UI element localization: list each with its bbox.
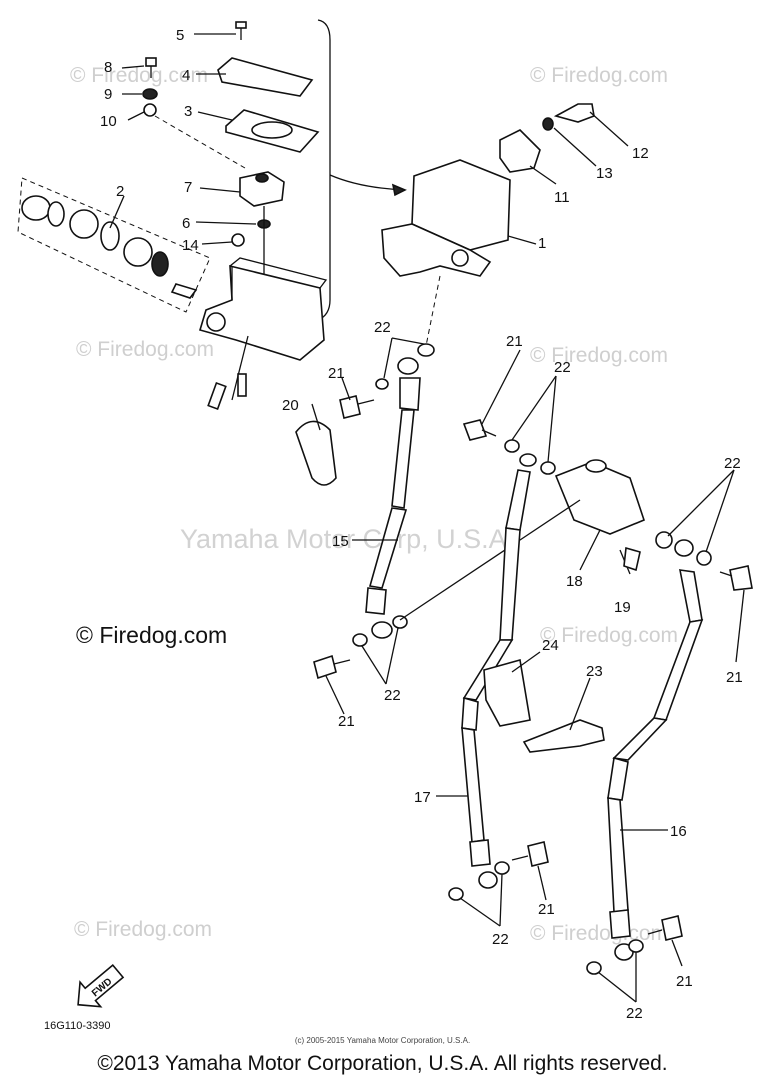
part-2-kit-box <box>17 177 211 313</box>
label-part-7: 7 <box>184 179 192 196</box>
firedog-credit: © Firedog.com <box>76 622 228 648</box>
part-9-washer <box>142 88 158 100</box>
part-5-screw <box>235 21 247 29</box>
hose-17 <box>448 453 549 901</box>
label-part-3: 3 <box>184 103 192 120</box>
label-part-24: 24 <box>542 637 559 654</box>
part-24-bracket <box>483 658 531 727</box>
label-part-9: 9 <box>104 86 112 103</box>
label-part-22: 22 <box>554 359 571 376</box>
part-7-switch <box>239 171 285 207</box>
label-part-22: 22 <box>492 931 509 948</box>
part-14-bolt <box>231 233 245 247</box>
label-part-21: 21 <box>506 333 523 350</box>
label-part-14: 14 <box>182 237 199 254</box>
watermark-firedog: © Firedog.com <box>530 344 668 367</box>
label-part-21: 21 <box>676 973 693 990</box>
label-part-21: 21 <box>328 365 345 382</box>
label-part-22: 22 <box>384 687 401 704</box>
part-21-bolt <box>339 395 361 419</box>
label-part-23: 23 <box>586 663 603 680</box>
part-13-washer <box>542 117 554 131</box>
label-part-12: 12 <box>632 145 649 162</box>
watermark-firedog: © Firedog.com <box>74 918 212 941</box>
label-part-21: 21 <box>338 713 355 730</box>
label-part-18: 18 <box>566 573 583 590</box>
label-part-22: 22 <box>626 1005 643 1022</box>
watermark-firedog: © Firedog.com <box>70 64 208 87</box>
junction-18 <box>399 419 753 621</box>
part-10-nut <box>143 103 157 117</box>
part-20-boot <box>295 420 337 486</box>
hose-16 <box>586 569 704 975</box>
part-22-washer <box>417 343 435 357</box>
copyright-notice: ©2013 Yamaha Motor Corporation, U.S.A. A… <box>97 1052 668 1075</box>
label-part-8: 8 <box>104 59 112 76</box>
part-11-cover <box>499 129 541 173</box>
label-part-11: 11 <box>554 189 570 206</box>
watermark-firedog: © Firedog.com <box>540 624 678 647</box>
fwd-arrow: FWD <box>77 964 125 1008</box>
part-18-joint <box>554 461 645 535</box>
part-19-bolt <box>623 546 641 572</box>
hose-15 <box>313 357 421 680</box>
part-12-bolt <box>553 103 595 123</box>
label-part-16: 16 <box>670 823 687 840</box>
master-cylinder-exploded <box>17 21 375 486</box>
handlebar-assembly <box>381 103 595 357</box>
assembly-bracket <box>317 19 331 321</box>
part-23-bracket <box>522 719 605 753</box>
label-part-10: 10 <box>100 113 117 130</box>
label-part-4: 4 <box>182 67 190 84</box>
part-4-cap <box>217 57 314 97</box>
label-part-17: 17 <box>414 789 431 806</box>
watermark-layer: © Firedog.com © Firedog.com © Firedog.co… <box>70 64 678 945</box>
label-part-22: 22 <box>724 455 741 472</box>
label-part-5: 5 <box>176 27 184 44</box>
watermark-firedog: © Firedog.com <box>530 922 668 945</box>
part-2-seal <box>21 195 51 221</box>
label-part-2: 2 <box>116 183 124 200</box>
label-part-6: 6 <box>182 215 190 232</box>
assembly-arrow-head <box>391 183 407 197</box>
watermark-yamaha: Yamaha Motor Corp, U.S.A. <box>180 524 514 554</box>
label-part-20: 20 <box>282 397 299 414</box>
watermark-firedog: © Firedog.com <box>76 338 214 361</box>
label-part-21: 21 <box>538 901 555 918</box>
watermark-firedog: © Firedog.com <box>530 64 668 87</box>
label-part-15: 15 <box>332 533 349 550</box>
part-labels: 5 4 3 8 9 10 7 6 14 2 1 11 12 13 22 21 2… <box>100 27 743 1022</box>
master-cylinder-body <box>198 264 325 361</box>
leader-lines <box>109 33 745 1003</box>
label-part-21: 21 <box>726 669 743 686</box>
label-part-1: 1 <box>538 235 546 252</box>
label-part-22: 22 <box>374 319 391 336</box>
diagram-code: 16G110-3390 <box>44 1020 111 1032</box>
label-part-13: 13 <box>596 165 613 182</box>
part-8-screw <box>145 57 157 67</box>
label-part-19: 19 <box>614 599 631 616</box>
small-credit: (c) 2005-2015 Yamaha Motor Corporation, … <box>294 1036 471 1045</box>
